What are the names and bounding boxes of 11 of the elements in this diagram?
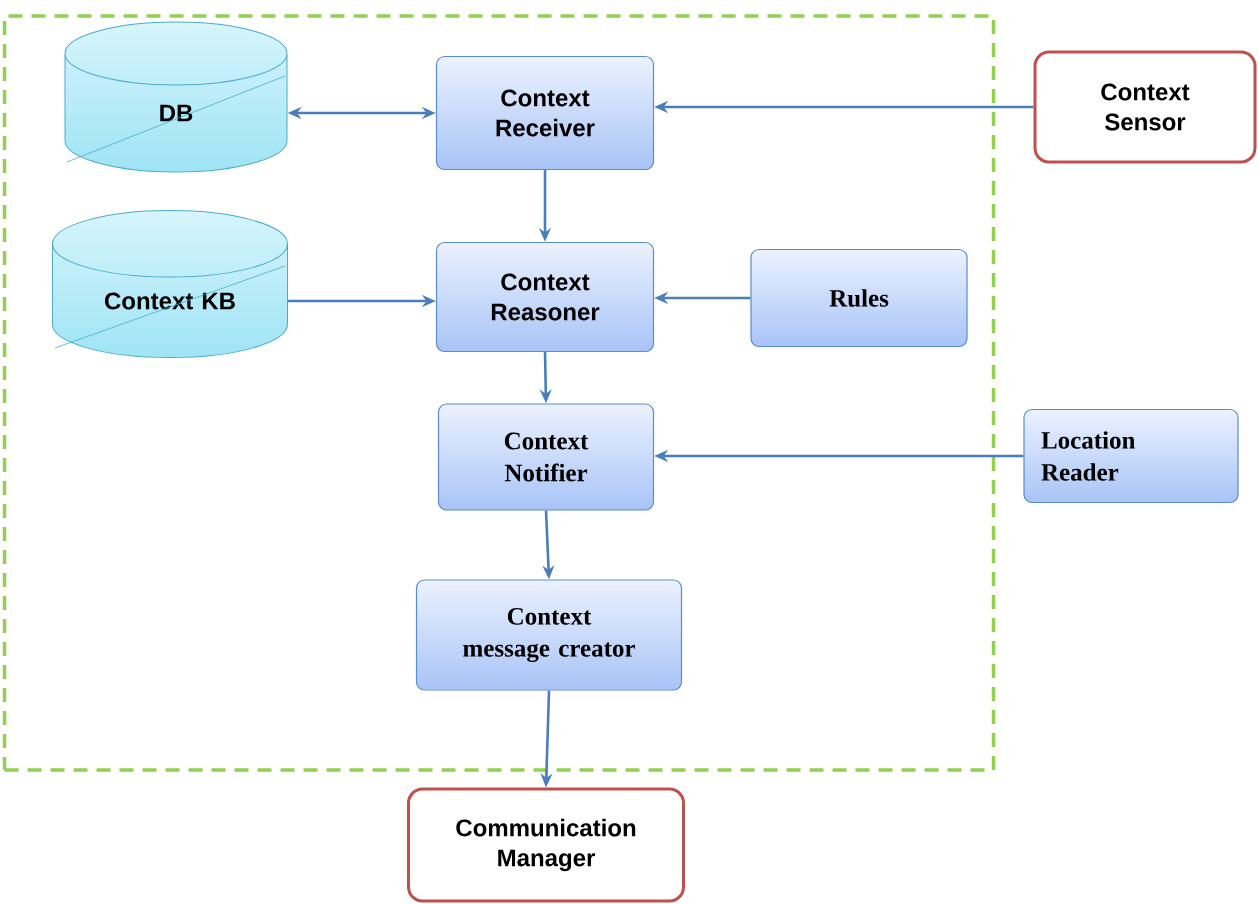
process-box: Rules (750, 248, 968, 348)
dashed-boundary (2, 14, 996, 772)
process-box: Context Notifier (437, 403, 655, 511)
database-cylinder: Context KB (52, 210, 288, 359)
process-box: Context Receiver (435, 55, 655, 171)
process-box: Location Reader (1023, 408, 1239, 504)
process-box: Context message creator (415, 579, 683, 691)
external-box: Communication Manager (407, 787, 685, 903)
process-box: Context Reasoner (435, 241, 655, 353)
external-box: Context Sensor (1033, 50, 1257, 164)
database-cylinder: DB (64, 21, 288, 173)
